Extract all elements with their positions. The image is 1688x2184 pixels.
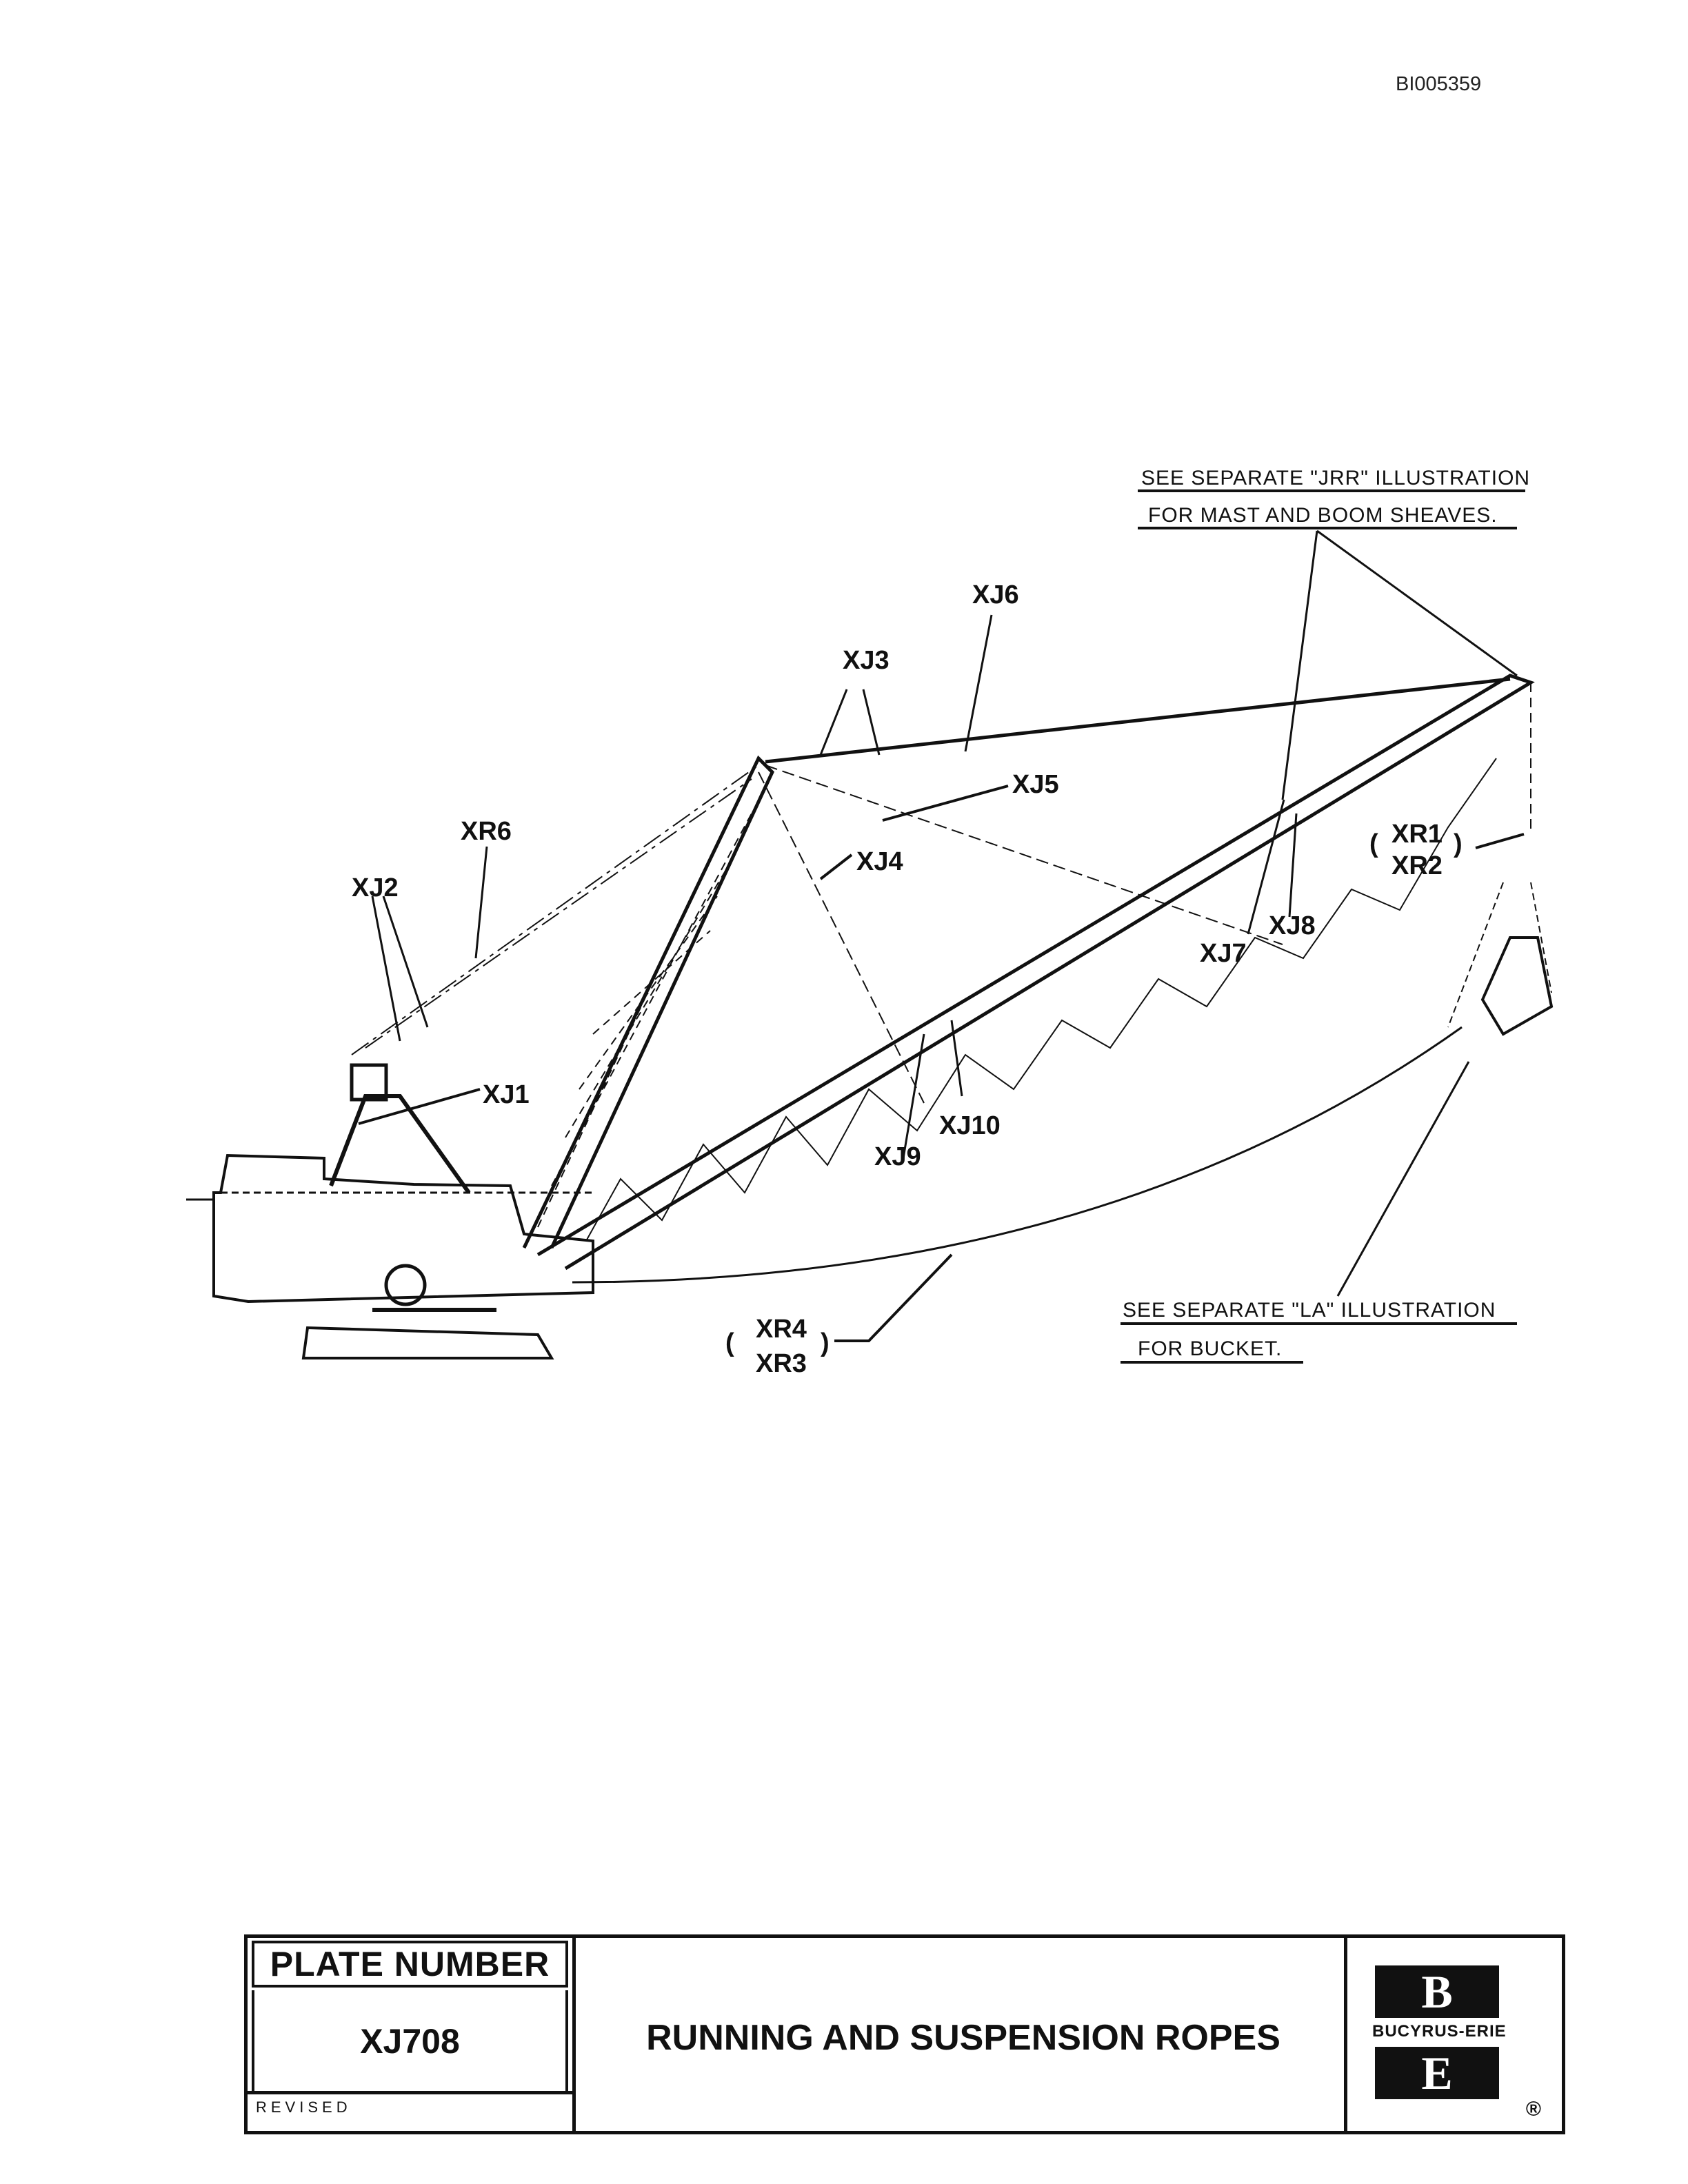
- paren-close-xr34: ): [821, 1328, 830, 1357]
- registered-mark: ®: [1525, 2098, 1541, 2121]
- document-id: BI005359: [1396, 73, 1482, 95]
- note-la-line1: SEE SEPARATE "LA" ILLUSTRATION: [1123, 1299, 1496, 1322]
- revised-label: REVISED: [248, 2091, 572, 2131]
- label-xj2: XJ2: [352, 873, 399, 902]
- logo-b-block: B: [1375, 1965, 1499, 2018]
- drag-rope: [572, 1026, 1463, 1284]
- note-jrr-line1: SEE SEPARATE "JRR" ILLUSTRATION: [1141, 467, 1530, 489]
- note-la-line2: FOR BUCKET.: [1138, 1337, 1282, 1360]
- title-block: PLATE NUMBER XJ708 REVISED RUNNING AND S…: [244, 1934, 1565, 2134]
- gantry-top: [350, 1063, 388, 1102]
- note-jrr-line2: FOR MAST AND BOOM SHEAVES.: [1148, 504, 1498, 527]
- logo-company-name: BUCYRUS-ERIE: [1372, 2022, 1507, 2041]
- label-xr4: XR4: [756, 1315, 807, 1344]
- back-stay-xr6: [351, 765, 759, 1055]
- label-xj3: XJ3: [843, 646, 890, 675]
- bucket: [1480, 936, 1554, 1036]
- label-xj5: XJ5: [1012, 770, 1059, 799]
- logo-e-block: E: [1375, 2047, 1499, 2099]
- boom-foot-wheel: [384, 1264, 427, 1306]
- label-xj1: XJ1: [483, 1080, 530, 1109]
- suspension-rope-xj4: [758, 771, 925, 1104]
- label-xj10: XJ10: [939, 1111, 1001, 1140]
- label-xj8: XJ8: [1269, 911, 1316, 940]
- label-xr2: XR2: [1391, 851, 1443, 880]
- label-xj4: XJ4: [856, 847, 903, 876]
- boom: [536, 674, 1535, 1271]
- machine-tub: [301, 1326, 554, 1359]
- bucyrus-erie-logo: B BUCYRUS-ERIE E ®: [1344, 1938, 1562, 2131]
- paren-close-xr: ): [1454, 829, 1463, 858]
- machinery-house: [212, 1153, 594, 1304]
- a-frame: [329, 1094, 471, 1194]
- label-xj9: XJ9: [874, 1142, 921, 1171]
- plate-number-label: PLATE NUMBER: [252, 1941, 568, 1988]
- label-xj6: XJ6: [972, 580, 1019, 609]
- plate-number-value: XJ708: [252, 1990, 568, 2092]
- suspension-rope-xj5: [765, 765, 1283, 945]
- label-xr1: XR1: [1391, 820, 1443, 849]
- label-xr3: XR3: [756, 1349, 807, 1378]
- mast: [522, 755, 775, 1249]
- paren-open-xr: (: [1369, 829, 1378, 858]
- plate-number-cell: PLATE NUMBER XJ708 REVISED: [248, 1938, 576, 2131]
- paren-open-xr34: (: [725, 1328, 734, 1357]
- suspension-rope-xj6: [765, 677, 1511, 764]
- label-xj7: XJ7: [1200, 939, 1247, 968]
- label-xr6: XR6: [461, 817, 512, 846]
- plate-title: RUNNING AND SUSPENSION ROPES: [646, 2018, 1280, 2058]
